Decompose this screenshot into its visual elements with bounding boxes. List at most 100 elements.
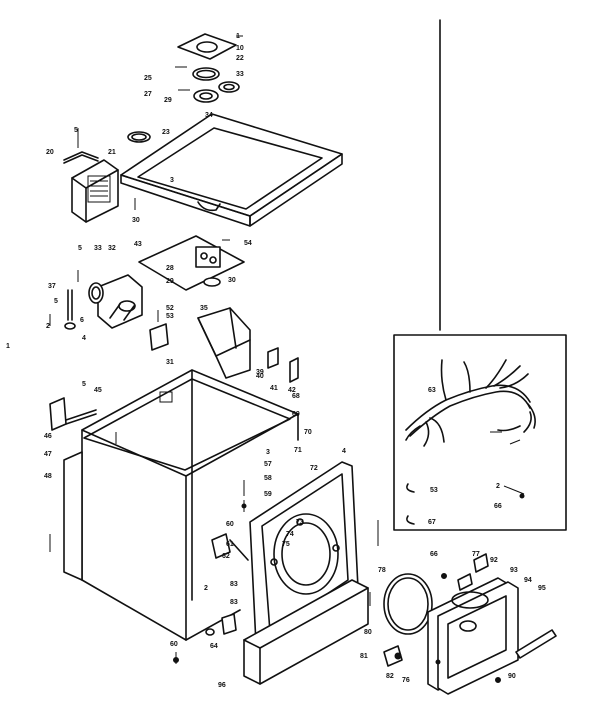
part-number-label: 48 [44, 473, 52, 480]
part-number-label: 72 [310, 465, 318, 472]
exhaust-duct [197, 307, 251, 379]
part-number-label: 29 [164, 97, 172, 104]
part-number-label: 22 [236, 55, 244, 62]
door-assembly [427, 553, 519, 695]
part-number-label: 62 [222, 553, 230, 560]
part-number-label: 4 [82, 335, 86, 342]
part-number-label: 39 [256, 369, 264, 376]
part-number-label: 1 [6, 343, 10, 350]
part-number-label: 70 [304, 429, 312, 436]
felt-seal-23 [127, 131, 151, 143]
part-number-label: 57 [264, 461, 272, 468]
top-cover [120, 113, 343, 227]
part-number-label: 59 [264, 491, 272, 498]
control-mount-bracket [138, 235, 245, 291]
screw [175, 66, 190, 91]
harness-inset-frame [393, 19, 567, 531]
part-number-label: 67 [428, 519, 436, 526]
part-number-label: 42 [288, 387, 296, 394]
part-number-label: 46 [44, 433, 52, 440]
part-number-label: 29 [166, 278, 174, 285]
part-number-label: 68 [292, 393, 300, 400]
switch-assembly-60 [211, 533, 249, 561]
part-number-label: 78 [378, 567, 386, 574]
harness-clips [406, 483, 525, 525]
part-number-label: 32 [108, 245, 116, 252]
idler-arm [49, 270, 79, 330]
part-number-label: 63 [428, 387, 436, 394]
duct-clip-41 [289, 357, 299, 383]
part-number-label: 60 [170, 641, 178, 648]
part-number-label: 64 [210, 643, 218, 650]
part-number-label: 61 [226, 541, 234, 548]
blower-mount-plate [177, 33, 243, 60]
part-number-label: 2 [204, 585, 208, 592]
drum-bearing [218, 81, 240, 93]
door-switch-83 [205, 613, 237, 636]
part-number-label: 3 [170, 177, 174, 184]
part-number-label: 53 [430, 487, 438, 494]
part-number-label: 66 [494, 503, 502, 510]
blower-housing [71, 159, 119, 223]
part-number-label: 45 [94, 387, 102, 394]
part-number-label: 10 [236, 45, 244, 52]
part-number-label: 5 [78, 245, 82, 252]
part-number-label: 25 [144, 75, 152, 82]
part-number-label: 52 [166, 305, 174, 312]
part-number-label: 83 [230, 581, 238, 588]
part-number-label: 5 [82, 381, 86, 388]
part-number-label: 66 [430, 551, 438, 558]
part-number-label: 4 [342, 448, 346, 455]
hinge-bracket [63, 128, 99, 164]
part-number-label: 33 [236, 71, 244, 78]
part-number-label: 3 [266, 449, 270, 456]
part-number-label: 21 [108, 149, 116, 156]
seal-ring [192, 67, 220, 81]
part-number-label: 83 [230, 599, 238, 606]
part-number-label: 28 [166, 265, 174, 272]
part-number-label: 71 [294, 447, 302, 454]
part-number-label: 94 [524, 577, 532, 584]
part-number-label: 73 [296, 519, 304, 526]
bulkhead-screws [241, 480, 379, 606]
part-number-label: 69 [292, 411, 300, 418]
part-number-label: 30 [132, 217, 140, 224]
motor-support-bracket [88, 274, 143, 329]
hinge-bracket-45 [49, 397, 97, 431]
part-number-label: 58 [264, 475, 272, 482]
part-number-label: 80 [364, 629, 372, 636]
part-number-label: 5 [74, 127, 78, 134]
part-number-label: 76 [402, 677, 410, 684]
part-number-label: 82 [386, 673, 394, 680]
door-screws [435, 573, 501, 683]
part-number-label: 40 [256, 373, 264, 380]
part-number-label: 5 [54, 298, 58, 305]
duct-clip-39 [267, 347, 279, 369]
part-number-label: 75 [282, 541, 290, 548]
part-number-label: 90 [508, 673, 516, 680]
part-number-label: 2 [46, 323, 50, 330]
part-number-label: 95 [538, 585, 546, 592]
part-number-label: 23 [162, 129, 170, 136]
part-number-label: 35 [200, 305, 208, 312]
part-number-label: 81 [360, 653, 368, 660]
idler-pulley [193, 89, 219, 103]
part-number-label: 53 [166, 313, 174, 320]
part-number-label: 30 [228, 277, 236, 284]
part-number-label: 60 [226, 521, 234, 528]
part-number-label: 92 [490, 557, 498, 564]
part-number-label: 96 [218, 682, 226, 689]
part-number-label: 33 [94, 245, 102, 252]
cabinet [63, 369, 299, 641]
part-number-label: 93 [510, 567, 518, 574]
part-number-label: 34 [205, 112, 213, 119]
part-number-label: 47 [44, 451, 52, 458]
small-bracket [149, 310, 169, 351]
part-number-label: 41 [270, 385, 278, 392]
part-number-label: 54 [244, 240, 252, 247]
door-catch [383, 645, 403, 667]
door-seal [383, 573, 433, 635]
part-number-label: 43 [134, 241, 142, 248]
door-handle [515, 629, 557, 659]
